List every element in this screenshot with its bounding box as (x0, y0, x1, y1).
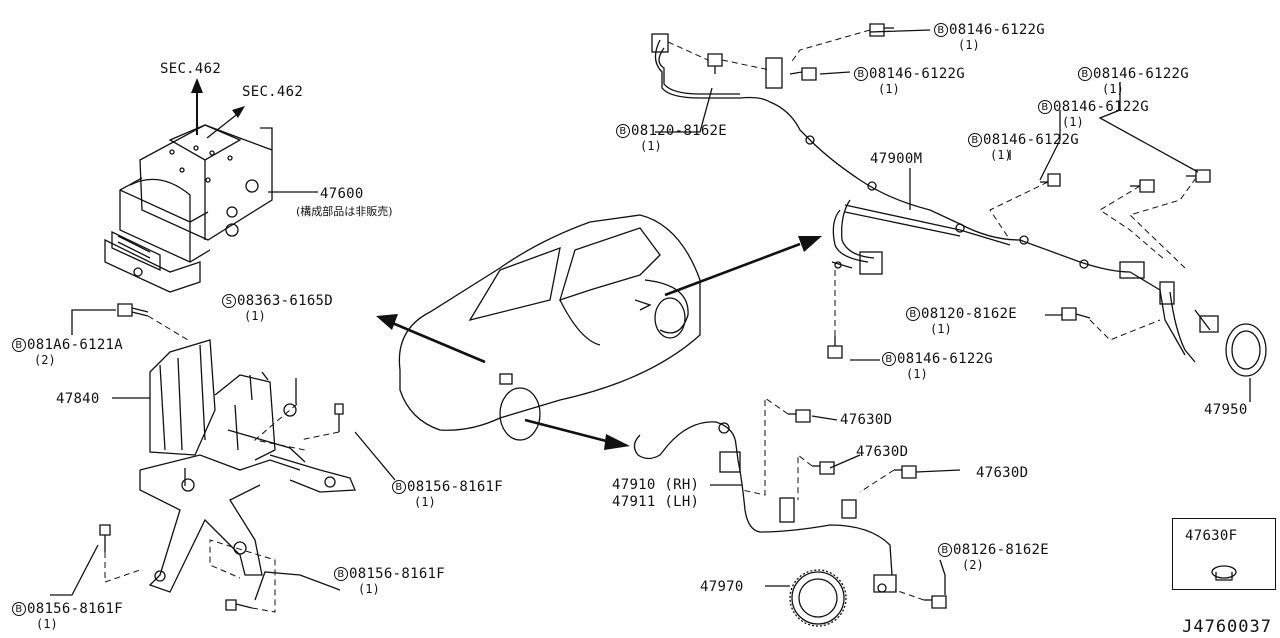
fastener-08146-6122g-b-qty: (1) (878, 82, 900, 96)
fastener-08146-6122g-f-qty: (1) (906, 367, 928, 381)
part-47900m-label[interactable]: 47900M (870, 151, 923, 167)
fastener-08120-8162e-b-qty: (1) (930, 322, 952, 336)
diagram-reference-id: J4760037 (1182, 617, 1272, 637)
front-bolts (788, 409, 947, 609)
part-47600-note: (構成部品は非販売) (296, 205, 393, 218)
clip-47630f-drawing (1211, 565, 1237, 581)
part-47950-label[interactable]: 47950 (1204, 402, 1248, 418)
part-47630d-label-c[interactable]: 47630D (976, 465, 1029, 481)
abs-actuator-drawing (104, 124, 273, 293)
bracket-drawing (139, 339, 356, 593)
front-sensor-drawing (633, 421, 897, 593)
rotor-47950-drawing (1225, 323, 1267, 377)
fastener-08120-8162e-a-qty: (1) (640, 139, 662, 153)
part-47911-label[interactable]: 47911 (LH) (612, 494, 700, 510)
fastener-08363-6165d-qty: (1) (244, 309, 266, 323)
part-47630f-label[interactable]: 47630F (1185, 528, 1238, 544)
fastener-081a6-6121a-qty: (2) (34, 353, 56, 367)
fastener-08156-8161f-b-qty: (1) (358, 582, 380, 596)
fastener-08146-6122g-d-qty: (1) (1062, 115, 1084, 129)
rotor-47970-drawing (789, 569, 847, 627)
harness-drawing (651, 33, 1219, 363)
sec-462-label-1: SEC.462 (160, 61, 222, 77)
part-47970-label[interactable]: 47970 (700, 579, 744, 595)
fastener-08126-8162e-qty: (2) (962, 558, 984, 572)
sec-462-label-2: SEC.462 (242, 84, 304, 100)
clip-47630f-box: 47630F (1172, 518, 1276, 590)
fastener-08146-6122g-c-qty: (1) (1102, 82, 1124, 96)
fastener-08156-8161f-c-qty: (1) (36, 617, 58, 631)
part-47600-label[interactable]: 47600 (320, 186, 364, 202)
car-drawing (398, 214, 701, 441)
fastener-08156-8161f-a-qty: (1) (414, 495, 436, 509)
part-47630d-label-b[interactable]: 47630D (856, 444, 909, 460)
fastener-08146-6122g-a-qty: (1) (958, 38, 980, 52)
bolt-drawings (99, 303, 344, 611)
part-47910-label[interactable]: 47910 (RH) (612, 477, 700, 493)
part-47630d-label-a[interactable]: 47630D (840, 412, 893, 428)
fastener-08146-6122g-e-qty: (1) (990, 148, 1012, 162)
part-47840-label[interactable]: 47840 (56, 391, 100, 407)
